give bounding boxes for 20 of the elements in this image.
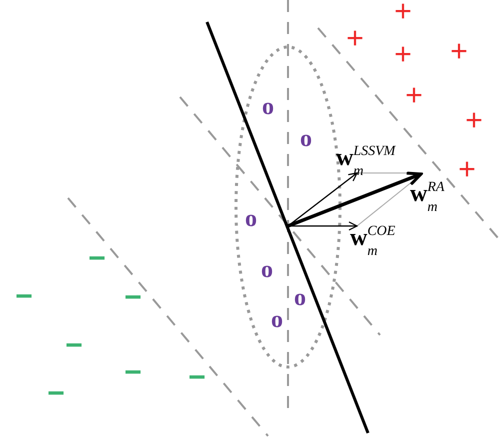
- circle-mark: o: [294, 286, 306, 310]
- circle-mark: o: [261, 258, 273, 282]
- plus-sign: +: [450, 37, 468, 67]
- plus-sign: +: [394, 40, 412, 70]
- plus-sign: +: [346, 24, 364, 54]
- minus-sign: −: [88, 244, 106, 274]
- plus-sign: +: [394, 0, 412, 27]
- minus-sign: −: [65, 331, 83, 361]
- circle-mark: o: [262, 95, 274, 119]
- plus-sign: +: [405, 81, 423, 111]
- plus-sign: +: [458, 155, 476, 185]
- plus-sign: +: [465, 106, 483, 136]
- minus-sign: −: [124, 283, 142, 313]
- circle-mark: o: [245, 207, 257, 231]
- circle-mark: o: [271, 308, 283, 332]
- minus-sign: −: [47, 379, 65, 409]
- minus-sign: −: [124, 358, 142, 388]
- circle-mark: o: [300, 127, 312, 151]
- minus-sign: −: [15, 282, 33, 312]
- minus-sign: −: [188, 363, 206, 393]
